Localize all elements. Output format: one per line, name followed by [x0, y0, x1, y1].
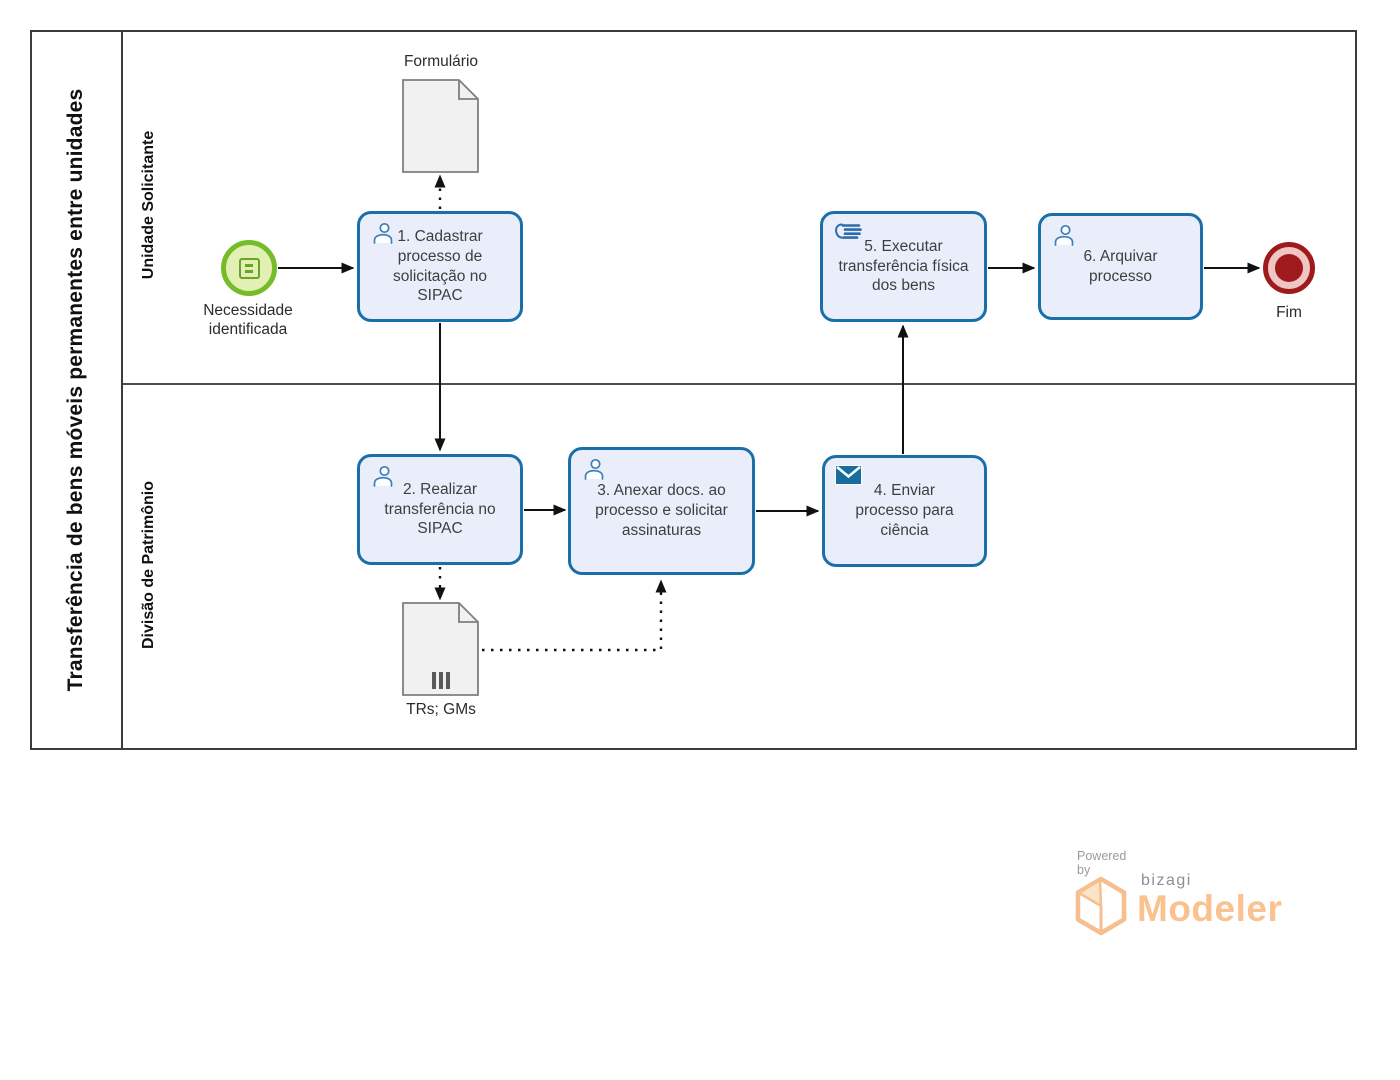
dataobject-trs-gms[interactable] — [402, 602, 480, 697]
pool-title-band — [32, 32, 123, 748]
collection-marker-icon — [432, 672, 450, 689]
user-icon — [1054, 224, 1074, 246]
task-label: 6. Arquivar processo — [1083, 247, 1158, 285]
end-event-core — [1275, 254, 1303, 282]
manual-hand-icon — [835, 223, 862, 239]
task-label: 2. Realizar transferência no SIPAC — [384, 480, 496, 538]
start-event-label: Necessidade identificada — [203, 302, 293, 339]
task-4-enviar-processo[interactable]: 4. Enviar processo para ciência — [822, 455, 987, 567]
end-event[interactable] — [1263, 242, 1315, 294]
powered-by-text: Powered by — [1077, 849, 1127, 877]
task-label: 4. Enviar processo para ciência — [855, 482, 954, 539]
modeler-wordmark: Modeler — [1137, 888, 1283, 929]
task-label: 5. Executar transferência física dos ben… — [838, 237, 969, 295]
user-icon — [373, 465, 393, 487]
pool-transferencia — [30, 30, 1357, 750]
assoc-trsgms-to-task3 — [482, 579, 667, 652]
dataobject-formulario-label: Formulário — [403, 53, 479, 70]
task-2-realizar-transferencia[interactable]: 2. Realizar transferência no SIPAC — [357, 454, 523, 565]
user-icon — [584, 458, 604, 480]
task-label: 1. Cadastrar processo de solicitação no … — [393, 227, 487, 305]
task-label: 3. Anexar docs. ao processo e solicitar … — [595, 482, 728, 539]
start-event[interactable] — [221, 240, 277, 296]
dataobject-trs-gms-label: TRs; GMs — [406, 701, 476, 718]
task-1-cadastrar-processo[interactable]: 1. Cadastrar processo de solicitação no … — [357, 211, 523, 322]
dataobject-formulario[interactable] — [402, 79, 480, 174]
bizagi-wordmark: bizagi — [1141, 872, 1192, 889]
task-6-arquivar-processo[interactable]: 6. Arquivar processo — [1038, 213, 1203, 320]
bizagi-logo-icon — [1075, 876, 1127, 936]
lane-divider — [123, 383, 1355, 385]
task-5-executar-transferencia-fisica[interactable]: 5. Executar transferência física dos ben… — [820, 211, 987, 322]
task-3-anexar-docs[interactable]: 3. Anexar docs. ao processo e solicitar … — [568, 447, 755, 575]
send-envelope-icon — [835, 465, 862, 485]
user-icon — [373, 222, 393, 244]
end-event-label: Fim — [1276, 304, 1302, 321]
start-form-icon — [238, 257, 260, 279]
